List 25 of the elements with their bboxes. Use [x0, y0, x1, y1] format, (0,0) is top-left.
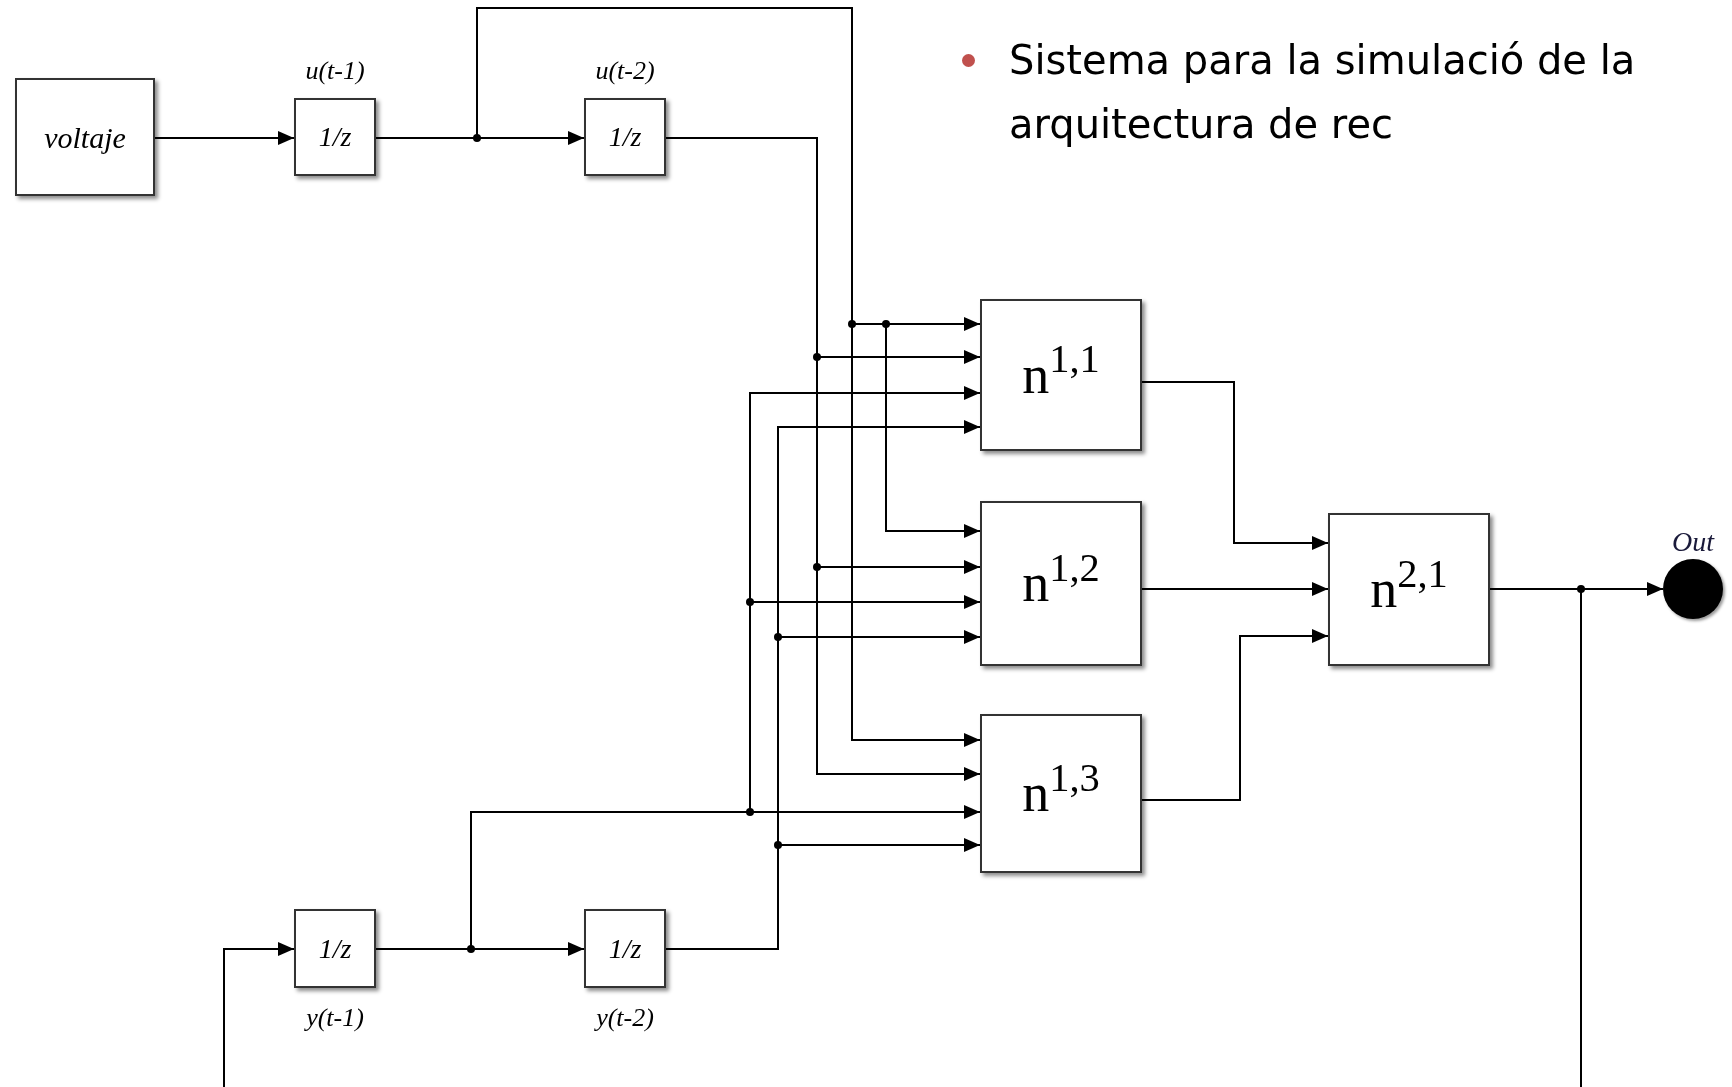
neuron-block — [1328, 513, 1490, 666]
block-label: n$^{1,1}$ — [1022, 335, 1100, 407]
signal-line — [1141, 629, 1329, 801]
signal-line — [1141, 381, 1329, 550]
signal-line — [223, 942, 295, 1087]
neuron-block — [980, 501, 1142, 666]
outport-label: Out — [1672, 525, 1714, 559]
signal-line — [1141, 582, 1329, 596]
block-label: n$^{2,1}$ — [1370, 549, 1448, 621]
signal-label: u(t-2) — [595, 55, 655, 87]
block-label: 1/z — [318, 120, 352, 154]
block-label: 1/z — [608, 931, 642, 966]
block-label: n$^{1,2}$ — [1022, 543, 1100, 615]
signal-label: y(t-2) — [596, 1002, 654, 1034]
bullet-text: Sistema para la simulació de la arquitectura de rec — [1009, 36, 1637, 149]
block-label: 1/z — [318, 931, 352, 966]
block-label: 1/z — [608, 120, 642, 154]
source-block — [15, 78, 155, 196]
signal-label: u(t-1) — [305, 55, 365, 87]
block-label: n$^{1,3}$ — [1022, 753, 1100, 825]
signal-label: y(t-1) — [306, 1002, 364, 1034]
block-label: voltaje — [44, 119, 126, 156]
signal-line — [154, 131, 295, 145]
neuron-block — [980, 714, 1142, 873]
neuron-block — [980, 299, 1142, 451]
